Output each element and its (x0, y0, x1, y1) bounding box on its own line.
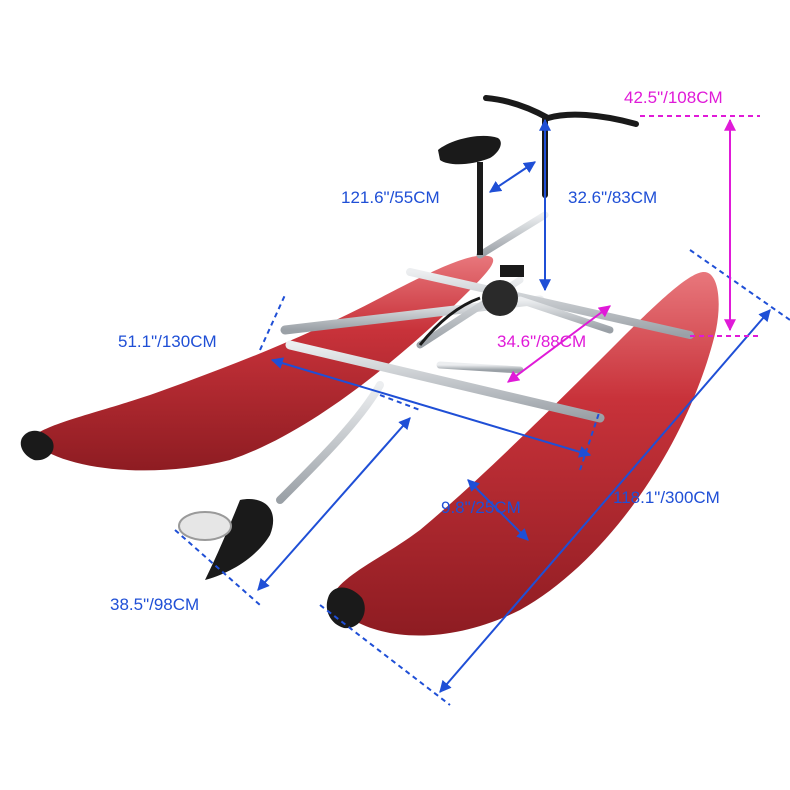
blue-dimension-lines (174, 118, 790, 706)
overall-height-label: 42.5"/108CM (624, 88, 723, 107)
propeller (178, 511, 232, 541)
pontoon-diameter-label: 9.8"/25CM (441, 498, 521, 517)
pontoon-length-label: 118.1"/300CM (613, 488, 720, 507)
inner-width-label: 34.6"/88CM (497, 332, 587, 351)
handlebar-height-label: 32.6"/83CM (568, 188, 658, 207)
overall-width-label: 51.1"/130CM (118, 332, 217, 351)
seat (438, 135, 501, 255)
left-pontoon-nose (20, 430, 54, 461)
rudder-fin (205, 499, 274, 580)
propeller-depth-label: 38.5"/98CM (110, 595, 200, 614)
seat-to-handlebar-label: 121.6"/55CM (341, 188, 440, 207)
left-pontoon (20, 255, 494, 471)
magenta-dimension-lines (507, 115, 760, 383)
